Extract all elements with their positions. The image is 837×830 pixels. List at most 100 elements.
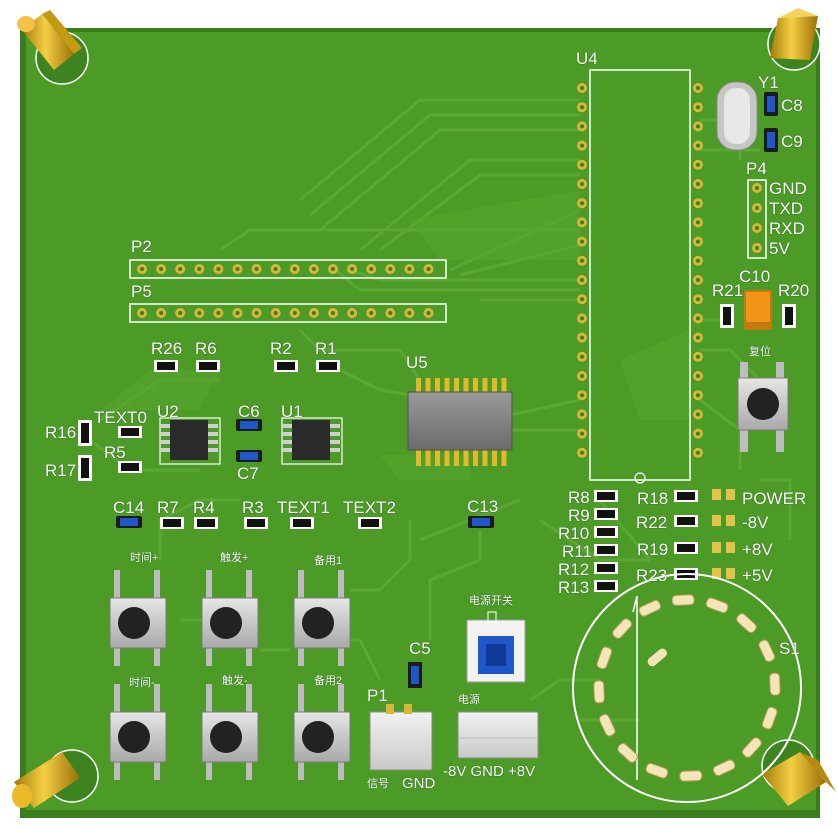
- label-y1: Y1: [758, 73, 779, 92]
- pin-hole: [693, 371, 703, 381]
- label-trig-minus: 触发-: [222, 675, 248, 687]
- label-u5: U5: [406, 353, 428, 372]
- blue-capacitor: [236, 450, 262, 462]
- smd-resistor: [594, 490, 618, 502]
- reset-button[interactable]: [737, 362, 789, 452]
- label-u4: U4: [576, 49, 598, 68]
- label-c6: C6: [238, 402, 260, 421]
- led: [712, 489, 735, 500]
- label-r10: R10: [558, 524, 590, 543]
- label-r6: R6: [195, 339, 217, 358]
- smd-resistor: [160, 517, 184, 529]
- label-time-minus: 时间-: [129, 677, 155, 689]
- button-cap[interactable]: [210, 607, 242, 639]
- pin-hole: [175, 264, 186, 274]
- pin-hole: [577, 447, 587, 458]
- label-s1: S1: [779, 639, 800, 658]
- pin-hole: [577, 332, 587, 343]
- u4-right-header: [693, 83, 703, 458]
- pin-hole: [194, 308, 205, 318]
- pin-hole: [577, 294, 587, 305]
- connector-p1: [369, 704, 433, 771]
- pin-hole: [693, 447, 703, 458]
- smd-resistor: [244, 517, 268, 529]
- pin-hole: [404, 264, 415, 274]
- pin-hole: [347, 308, 358, 318]
- label-pos8v: +8V: [742, 540, 773, 559]
- button-cap[interactable]: [118, 607, 150, 639]
- label-p1-gnd: GND: [402, 775, 436, 792]
- pin-hole: [347, 264, 358, 274]
- rotary-contact: [598, 713, 616, 737]
- pin-hole: [693, 121, 703, 132]
- standoff-bottom-right: [761, 739, 836, 806]
- pin-hole: [251, 308, 262, 318]
- smd-resistor: [274, 360, 298, 372]
- pin-hole: [693, 409, 703, 420]
- tact-button[interactable]: [293, 570, 351, 666]
- blue-capacitors: [116, 419, 494, 528]
- pin-hole: [156, 308, 167, 318]
- rotary-switch-s1[interactable]: [572, 573, 802, 803]
- pin-hole: [693, 217, 703, 228]
- pin-hole: [577, 275, 587, 285]
- p4-outline: [747, 179, 767, 259]
- tact-button[interactable]: [201, 684, 259, 780]
- tact-button[interactable]: [201, 570, 259, 666]
- ic-u1: [281, 417, 343, 465]
- label-p4-gnd: GND: [769, 179, 807, 198]
- pin-hole: [308, 308, 319, 318]
- rotary-contact: [612, 618, 633, 639]
- smd-resistor: [154, 360, 178, 372]
- tact-button[interactable]: [293, 684, 351, 780]
- led: [712, 515, 735, 526]
- button-cap[interactable]: [302, 721, 334, 753]
- smd-resistor: [118, 461, 142, 473]
- label-power-cn: 电源: [458, 694, 480, 706]
- pin-hole: [137, 308, 147, 318]
- label-r5: R5: [104, 443, 126, 462]
- pin-hole: [385, 264, 396, 274]
- pin-hole: [213, 308, 224, 318]
- led: [712, 542, 735, 553]
- button-cap[interactable]: [302, 607, 334, 639]
- pin-hole: [577, 371, 587, 381]
- button-cap[interactable]: [118, 721, 150, 753]
- button-cap[interactable]: [210, 721, 242, 753]
- label-p4: P4: [746, 159, 767, 178]
- pin-hole: [423, 264, 434, 274]
- smd-resistor: [290, 517, 314, 529]
- label-r21: R21: [712, 281, 744, 300]
- label-p5: P5: [131, 282, 152, 301]
- ic-u5: [407, 378, 513, 466]
- u4-left-header: [577, 83, 587, 458]
- pin-hole: [404, 308, 415, 318]
- tact-button[interactable]: [109, 570, 167, 666]
- label-neg8v: -8V: [742, 513, 769, 532]
- smd-resistor: [594, 580, 618, 592]
- pin-hole: [577, 255, 587, 266]
- label-r23: R23: [636, 566, 668, 585]
- pin-hole: [693, 179, 703, 189]
- label-spare2: 备用2: [314, 675, 343, 687]
- pin-hole: [693, 390, 703, 401]
- pin-hole: [328, 264, 338, 274]
- smd-resistor: [316, 360, 340, 372]
- pin-hole: [693, 255, 703, 266]
- smd-resistors: [78, 360, 698, 592]
- pin-hole: [577, 83, 587, 93]
- pin-hole: [137, 264, 147, 274]
- rotary-contact: [638, 599, 662, 617]
- label-spare1: 备用1: [314, 555, 343, 567]
- smd-resistor: [594, 544, 618, 556]
- pin-hole: [577, 217, 587, 228]
- pin-hole: [693, 198, 703, 209]
- pin-hole: [232, 308, 243, 318]
- pin-hole: [693, 313, 703, 324]
- power-switch[interactable]: [466, 611, 526, 683]
- label-r13: R13: [558, 578, 590, 597]
- tact-button[interactable]: [109, 684, 167, 780]
- pin-hole: [175, 308, 186, 318]
- pin-hole: [423, 308, 434, 318]
- pin-hole: [577, 351, 587, 362]
